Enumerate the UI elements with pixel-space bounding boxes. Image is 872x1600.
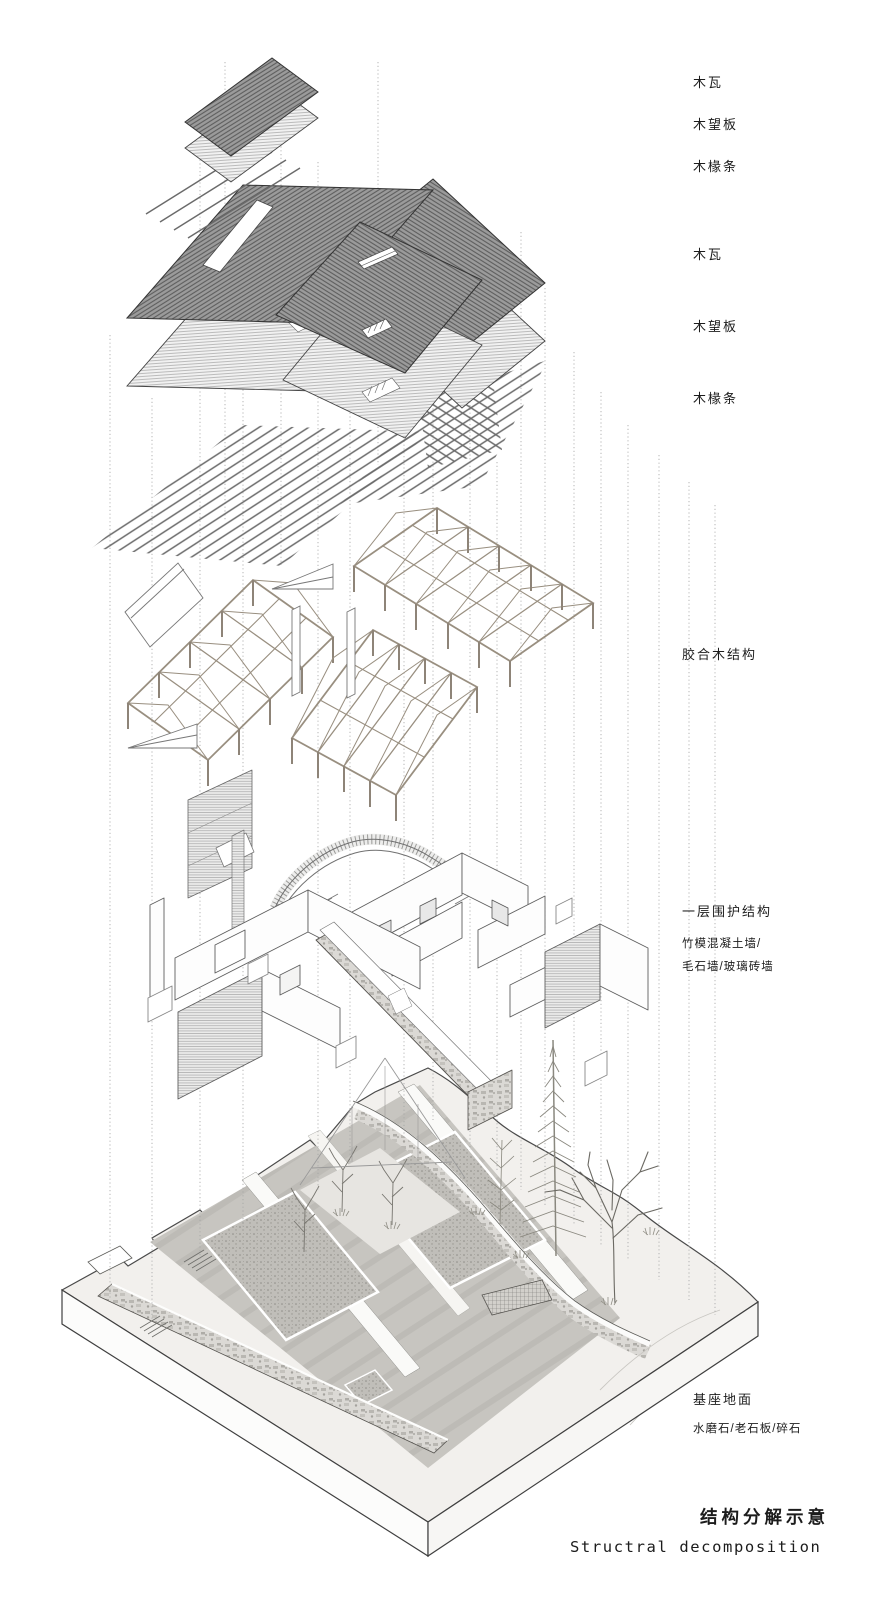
terrain-stair [139, 1249, 217, 1338]
truss-unit-middle [290, 628, 479, 821]
label-wood-tile-main: 木瓦 [693, 247, 723, 262]
label-enclosure-sub2: 毛石墙/玻璃砖墙 [682, 959, 774, 973]
gravel-court [201, 1190, 380, 1342]
diagram-title-en: Structral decomposition [570, 1538, 821, 1556]
label-base-ground-sub: 水磨石/老石板/碎石 [693, 1421, 801, 1435]
stone-wall-cap [351, 1101, 652, 1347]
stone-retaining-wall-curved [354, 1105, 651, 1359]
label-sheathing-main: 木望板 [693, 319, 738, 334]
label-rafters-main: 木椽条 [693, 391, 738, 406]
upper-roof-layer [145, 57, 319, 239]
skylight-slot-left [202, 199, 274, 273]
diagram-title-zh: 结构分解示意 [700, 1507, 829, 1527]
rubble-wall-piece [467, 1069, 513, 1131]
skylight-slot-middle-lower [361, 318, 393, 339]
planted-terrace [300, 1148, 460, 1254]
slatted-column [231, 829, 245, 932]
rafter-fan-left [92, 425, 430, 566]
label-wood-tile-upper: 木瓦 [693, 75, 723, 90]
label-rafters-upper: 木椽条 [693, 159, 738, 174]
callout-labels: 木瓦 木望板 木椽条 木瓦 木望板 木椽条 胶合木结构 一层围护结构 竹模混凝土… [682, 75, 801, 1435]
rubble-wall-door-gap [387, 987, 413, 1015]
roof-tile-upper [184, 57, 319, 157]
label-base-ground: 基座地面 [693, 1392, 753, 1407]
rafter-layer-main [92, 360, 548, 566]
skylight-slot-middle-upper [357, 246, 399, 270]
left-room-walls [149, 889, 421, 1100]
deciduous-tree-icon [544, 1151, 663, 1304]
courtyard-paving [150, 1085, 620, 1468]
enclosure-layer [147, 769, 649, 1186]
glulam-truss-layer [124, 506, 595, 821]
glass-gable-wall [299, 1057, 466, 1186]
roof-tile-left [125, 184, 435, 324]
conifer-tree-icon [519, 1039, 587, 1257]
stone-wall-top-highlight [111, 1283, 449, 1441]
truss-unit-right [352, 506, 595, 687]
base-terrain-layer [60, 1039, 759, 1558]
plinth-right-face [427, 1300, 759, 1558]
label-enclosure-sub1: 竹模混凝土墙/ [682, 936, 761, 950]
edge-step-block [87, 1245, 133, 1275]
small-conifer-icon [487, 1137, 517, 1226]
label-enclosure: 一层围护结构 [682, 904, 772, 919]
roof-tile-middle [275, 221, 483, 374]
main-roof-layer [125, 178, 546, 439]
sheathing-slot-middle [361, 377, 401, 403]
title-block: 结构分解示意 Structral decomposition [570, 1507, 829, 1556]
floating-window-frames [147, 897, 608, 1087]
gabion-box [481, 1279, 553, 1316]
label-sheathing-upper: 木望板 [693, 117, 738, 132]
contour-line [599, 1309, 721, 1391]
stone-wall-edge [352, 1100, 651, 1342]
label-glulam-structure: 胶合木结构 [682, 647, 757, 662]
gable-panels [124, 562, 356, 749]
